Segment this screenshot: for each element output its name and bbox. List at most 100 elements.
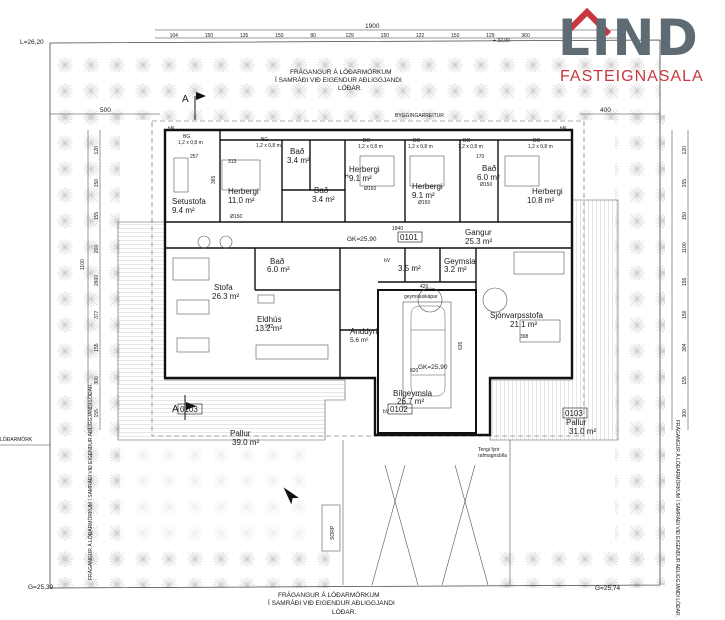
logo-word: LIND — [558, 9, 700, 67]
dim-top-5: 129 — [346, 33, 355, 39]
svg-text:3.4 m²: 3.4 m² — [287, 156, 310, 165]
vegetation-left — [50, 115, 120, 585]
svg-text:6.0 m²: 6.0 m² — [267, 265, 290, 274]
svg-text:rafmagnsbíla: rafmagnsbíla — [478, 453, 507, 459]
svg-text:bN: bN — [560, 126, 567, 132]
note-bottom-2: Í SAMRÁÐI VIÐ EIGENDUR AÐLIGGJANDI — [268, 598, 395, 607]
svg-text:Ø150: Ø150 — [364, 186, 376, 192]
svg-text:bN: bN — [168, 126, 175, 132]
svg-text:21.1 m²: 21.1 m² — [510, 320, 537, 329]
svg-text:1,2 x 0,8 m: 1,2 x 0,8 m — [178, 140, 203, 146]
brand-logo: LIND FASTEIGNASALA — [558, 8, 718, 92]
svg-text:1,2 x 0,8 m: 1,2 x 0,8 m — [528, 144, 553, 150]
svg-text:420: 420 — [420, 284, 429, 290]
dim-right-6: 384 — [682, 343, 688, 352]
svg-text:3.2 m²: 3.2 m² — [444, 265, 467, 274]
room-labels: Setustofa 9.4 m² Herbergi 11.0 m² Bað 3.… — [172, 147, 596, 447]
furniture — [172, 155, 565, 409]
dim-top-1: 150 — [205, 33, 214, 39]
inner-dimensions: 1840 972 420 820 635 313 257 365 170 398… — [80, 154, 529, 374]
svg-text:1,2 x 0,8 m: 1,2 x 0,8 m — [458, 144, 483, 150]
svg-text:bV: bV — [383, 409, 390, 415]
svg-text:Ø150: Ø150 — [418, 200, 430, 206]
svg-text:3.5 m²: 3.5 m² — [398, 264, 421, 273]
svg-text:Gangur: Gangur — [465, 228, 492, 237]
dim-top-7: 122 — [416, 33, 425, 39]
svg-text:Tengi fyrir: Tengi fyrir — [478, 447, 500, 453]
dim-left-6: 155 — [94, 343, 100, 352]
window-tags: 1,2 x 0,8 m 1,2 x 0,8 m 1,2 x 0,8 m 1,2 … — [178, 134, 553, 150]
section-marker-top: A — [182, 92, 206, 120]
level-bottom-left: G=25,39 — [28, 584, 54, 591]
dim-right-7: 155 — [682, 376, 688, 385]
dim-top-10: 360 — [521, 33, 530, 39]
svg-text:1,2 x 0,8 m: 1,2 x 0,8 m — [408, 144, 433, 150]
svg-text:geymsluskápar: geymsluskápar — [404, 294, 438, 300]
svg-text:0101: 0101 — [400, 233, 418, 242]
level-bottom-right: G=25,74 — [595, 585, 621, 592]
dim-right-1: 155 — [682, 179, 688, 188]
svg-text:BG: BG — [363, 138, 370, 144]
lot-boundary — [49, 39, 661, 589]
vegetation-bottom — [50, 540, 330, 588]
dim-right-3: 1100 — [682, 242, 688, 253]
svg-text:25.3 m²: 25.3 m² — [465, 237, 492, 246]
svg-text:5.6 m²: 5.6 m² — [350, 337, 369, 344]
svg-text:0103: 0103 — [180, 405, 198, 414]
svg-text:365: 365 — [211, 175, 217, 184]
driveway — [321, 440, 511, 586]
dim-top-2: 135 — [240, 33, 249, 39]
garage-car — [410, 305, 446, 397]
svg-text:257: 257 — [190, 154, 199, 160]
roof-icon — [562, 8, 612, 37]
level-ref-top: + 32,00 — [493, 38, 510, 44]
note-top-3: LÓÐAR. — [338, 83, 362, 92]
svg-text:26.7 m²: 26.7 m² — [397, 397, 424, 406]
svg-text:Bað: Bað — [270, 257, 285, 266]
svg-text:A: A — [182, 94, 189, 105]
note-left: FRÁGANGUR Á LÓÐARMÖRKUM Í SAMRÁÐI VIÐ EI… — [87, 383, 94, 580]
svg-text:9.4 m²: 9.4 m² — [172, 206, 195, 215]
dim-right-400: 400 — [600, 107, 611, 114]
vegetation-top — [50, 50, 660, 120]
misc-labels: bN bN bV bV geymsluskápar Tengi fyrir ra… — [168, 126, 567, 540]
svg-text:0103: 0103 — [565, 409, 583, 418]
dim-top-4: 80 — [310, 33, 316, 39]
svg-text:820: 820 — [410, 368, 419, 374]
note-byggingarreitur: BYGGINGARREITUR — [395, 113, 444, 119]
note-bottom-3: LÓÐAR. — [332, 607, 356, 616]
dim-right-4: 155 — [682, 277, 688, 286]
svg-text:972: 972 — [265, 324, 274, 330]
dim-left-4: 2600 — [94, 275, 100, 286]
svg-text:Herbergi: Herbergi — [532, 187, 563, 196]
dim-left-500: 500 — [100, 107, 111, 114]
north-arrow-icon — [283, 487, 299, 505]
svg-text:26.3 m²: 26.3 m² — [212, 292, 239, 301]
dim-right-8: 300 — [682, 409, 688, 418]
dim-left-7: 300 — [94, 376, 100, 385]
svg-text:Ø150: Ø150 — [230, 214, 242, 220]
vegetation-bottom-right — [490, 540, 660, 588]
dim-right-0: 120 — [682, 146, 688, 155]
note-top-1: FRÁGANGUR Á LÓÐARMÖRKUM — [290, 67, 391, 76]
svg-text:BG: BG — [463, 138, 470, 144]
svg-text:GK=25,90: GK=25,90 — [418, 364, 448, 371]
svg-text:Stofa: Stofa — [214, 283, 233, 292]
svg-text:BG: BG — [413, 138, 420, 144]
svg-text:1,2 x 0,8 m: 1,2 x 0,8 m — [358, 144, 383, 150]
interior-walls — [165, 130, 572, 378]
svg-text:Anddyri: Anddyri — [350, 327, 377, 336]
note-right: FRÁGANGUR Á LÓÐARMÖRKUM Í SAMRÁÐI VIÐ EI… — [674, 420, 681, 617]
svg-text:BG: BG — [261, 137, 268, 143]
dim-top-8: 150 — [451, 33, 460, 39]
svg-text:3.4 m²: 3.4 m² — [312, 195, 335, 204]
svg-text:SORP: SORP — [330, 525, 336, 540]
svg-text:9.1 m²: 9.1 m² — [349, 174, 372, 183]
dim-top-6: 150 — [381, 33, 390, 39]
note-lodarmork: LÓÐARMÖRK — [0, 436, 33, 443]
svg-text:11.0 m²: 11.0 m² — [228, 196, 255, 205]
dim-left-2: 155 — [94, 212, 100, 221]
svg-text:Bað: Bað — [482, 164, 497, 173]
